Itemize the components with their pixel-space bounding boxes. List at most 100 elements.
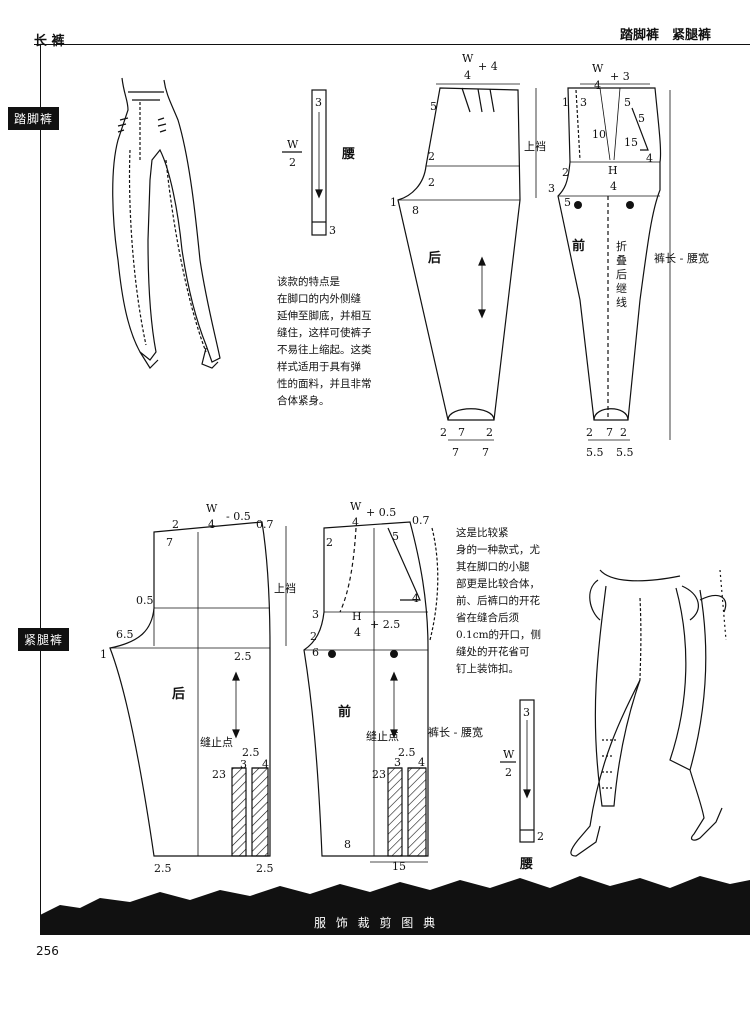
header-left: 长 裤	[34, 34, 65, 49]
top-front-n2f: 2	[620, 426, 627, 439]
top-back-n5: 5	[430, 100, 437, 113]
left-rule	[40, 44, 41, 924]
fold-char: 继	[616, 282, 627, 295]
top-back-rise: 上裆	[524, 140, 546, 153]
bottom-back-stop: 缝止点	[200, 735, 233, 749]
footer-silhouette	[40, 876, 750, 935]
bottom-front-n6: 6	[312, 646, 319, 659]
top-back-n2d: 2	[486, 426, 493, 439]
bottom-front-h-plus: + 2.5	[370, 618, 400, 631]
top-front-h-den: 4	[610, 180, 617, 193]
bottom-front-n3: 3	[312, 608, 319, 621]
bottom-front-dot-right	[390, 650, 398, 658]
footer-title: 服 饰 裁 剪 图 典	[314, 916, 439, 930]
bottom-waistband-label: 腰	[519, 857, 533, 872]
top-back-n2c: 2	[440, 426, 447, 439]
bottom-waistband-frac-den: 2	[505, 766, 512, 779]
top-back-pattern	[397, 83, 537, 441]
bottom-waistband-n1: 3	[523, 706, 530, 719]
bottom-back-rise: 上裆	[274, 582, 296, 595]
bottom-front-n4b: 4	[418, 756, 425, 769]
top-waistband-frac-num: W	[287, 138, 299, 151]
bottom-back-top-minus: - 0.5	[226, 510, 251, 523]
bottom-back-n3: 3	[240, 758, 247, 771]
top-front-length: 裤长 - 腰宽	[654, 251, 709, 265]
bottom-front-n5: 5	[392, 530, 399, 543]
bottom-front-top-num: W	[350, 500, 362, 513]
bottom-back-n4: 4	[262, 758, 269, 771]
top-front-top-den: 4	[594, 79, 601, 92]
page-number: 256	[36, 944, 59, 958]
bottom-front-n23: 23	[372, 768, 386, 781]
stirrup-pants-illustration	[112, 77, 221, 369]
top-front-n5b: 5	[638, 112, 645, 125]
bottom-front-n2b: 2	[310, 630, 317, 643]
top-front-top-plus: + 3	[610, 70, 630, 83]
bottom-back-top-den: 4	[208, 518, 215, 531]
top-waistband-strip	[282, 89, 327, 236]
top-waistband-frac-den: 2	[289, 156, 296, 169]
top-front-n2: 2	[562, 166, 569, 179]
top-front-n5a: 5	[624, 96, 631, 109]
bottom-back-n25a: 2.5	[234, 650, 252, 663]
header-rule	[34, 44, 750, 45]
bottom-back-n23: 23	[212, 768, 226, 781]
bottom-front-n3b: 3	[394, 756, 401, 769]
bottom-back-n07: 0.7	[256, 518, 274, 531]
top-front-top-num: W	[592, 62, 604, 75]
fold-char: 折	[616, 239, 627, 253]
bottom-back-n25b: 2.5	[242, 746, 260, 759]
top-back-top-den: 4	[464, 69, 471, 82]
fold-char: 线	[616, 295, 627, 309]
bottom-back-n2: 2	[172, 518, 179, 531]
top-back-n2b: 2	[428, 176, 435, 189]
bottom-back-label: 后	[172, 686, 185, 702]
bottom-front-h-num: H	[352, 610, 362, 623]
bottom-back-n05: 0.5	[136, 594, 154, 607]
slim-pants-illustration	[570, 569, 727, 857]
bottom-back-pattern	[109, 521, 287, 857]
bottom-front-n4: 4	[412, 592, 419, 605]
bottom-front-n07: 0.7	[412, 514, 430, 527]
top-front-n7: 7	[606, 426, 613, 439]
top-back-top-plus: + 4	[478, 60, 498, 73]
fold-char: 叠	[616, 254, 627, 267]
bottom-description: 这是比较紧 身的一种款式，尤 其在脚口的小腿 部更是比较合体， 前、后裤口的开花…	[456, 527, 542, 675]
top-description: 该款的特点是 在脚口的内外侧缝 延伸至脚底，并相互 缝住，这样可使裤子 不易往上…	[277, 276, 372, 407]
top-front-n3b: 3	[548, 182, 555, 195]
bottom-front-length: 裤长 - 腰宽	[428, 725, 483, 739]
header-right: 踏脚裤 紧腿裤	[620, 28, 712, 43]
bottom-waistband-n2: 2	[537, 830, 544, 843]
top-front-label: 前	[572, 238, 585, 254]
bottom-front-n8: 8	[344, 838, 351, 851]
bottom-waistband-strip	[500, 699, 535, 843]
top-back-n7b: 7	[452, 446, 459, 459]
fold-char: 后	[616, 268, 627, 281]
bottom-front-n25: 2.5	[398, 746, 416, 759]
top-back-n7c: 7	[482, 446, 489, 459]
bottom-front-n15: 15	[392, 860, 406, 873]
bottom-front-stop: 缝止点	[366, 729, 399, 743]
section-label-slim-pants: 紧腿裤	[18, 628, 70, 651]
top-front-h-num: H	[608, 164, 618, 177]
top-back-n7a: 7	[458, 426, 465, 439]
bottom-waistband-frac-num: W	[503, 748, 515, 761]
top-front-n5c: 5	[564, 196, 571, 209]
top-waistband-label: 腰	[341, 147, 355, 162]
top-back-n2a: 2	[428, 150, 435, 163]
top-back-n8: 8	[412, 204, 419, 217]
top-front-pattern	[557, 83, 671, 441]
top-front-n4: 4	[646, 152, 653, 165]
top-front-dot-right	[626, 201, 634, 209]
top-front-n10: 10	[592, 128, 606, 141]
top-front-n3a: 3	[580, 96, 587, 109]
top-front-n15: 15	[624, 136, 638, 149]
top-waistband-n2: 3	[329, 224, 336, 237]
top-front-n1: 1	[562, 96, 569, 109]
top-front-dot-left	[574, 201, 582, 209]
section-label-stirrup-pants: 踏脚裤	[8, 107, 60, 130]
bottom-back-n25c: 2.5	[154, 862, 172, 875]
top-back-label: 后	[428, 250, 441, 266]
